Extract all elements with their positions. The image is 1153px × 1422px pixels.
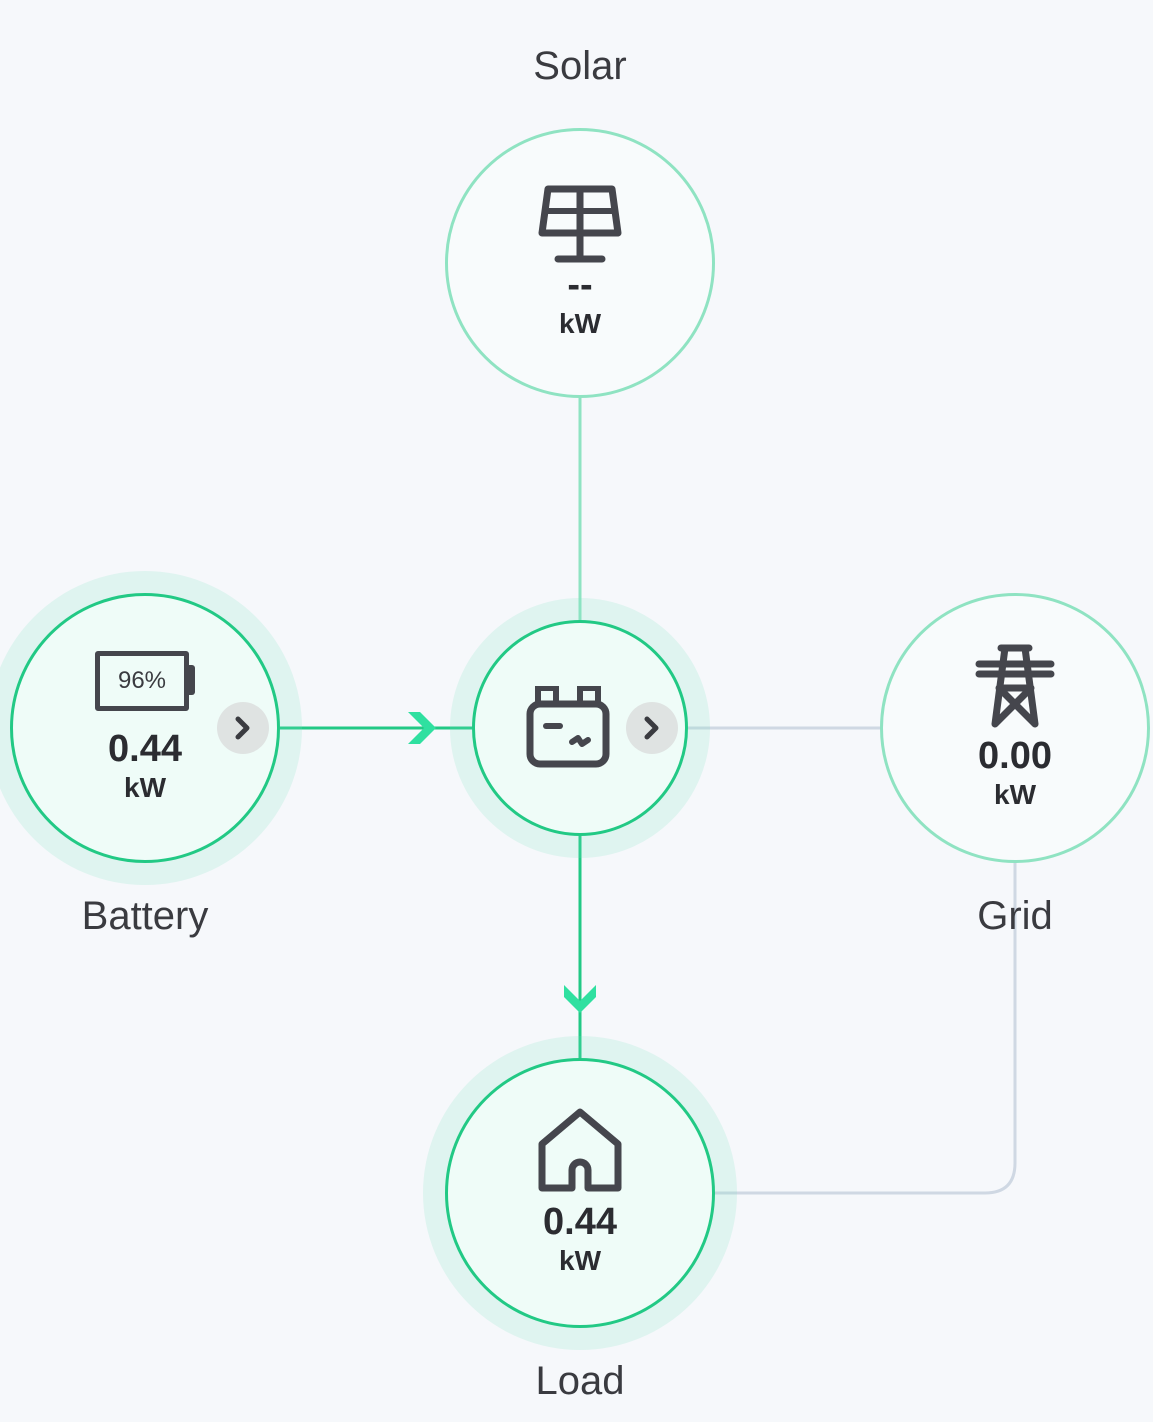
load-flow-arrow [564,985,596,1013]
grid-unit: kW [994,779,1036,811]
home-icon [538,1108,622,1192]
load-node[interactable]: 0.44 kW [445,1058,715,1328]
solar-unit: kW [559,308,601,340]
battery-unit: kW [124,772,166,804]
grid-load-line [715,863,1017,1195]
grid-label: Grid [977,894,1053,938]
battery-soc: 96% [95,651,189,712]
battery-label: Battery [81,894,209,938]
power-tower-icon [975,644,1055,728]
chevron-right-icon [235,716,250,740]
load-value: 0.44 [543,1201,617,1244]
grid-value: 0.00 [978,735,1052,778]
solar-node[interactable]: -- kW [445,128,715,398]
load-unit: kW [559,1245,601,1277]
battery-icon: 96% [95,651,195,712]
chevron-right-icon [644,716,659,740]
grid-node[interactable]: 0.00 kW [880,593,1150,863]
solar-panel-icon [538,185,622,263]
inverter-details-button[interactable] [626,702,678,754]
solar-value: -- [567,264,593,307]
solar-label: Solar [533,44,627,88]
battery-value: 0.44 [108,728,182,771]
load-label: Load [535,1359,625,1403]
inverter-icon [526,686,610,768]
battery-details-button[interactable] [217,702,269,754]
battery-flow-arrow [408,712,436,744]
